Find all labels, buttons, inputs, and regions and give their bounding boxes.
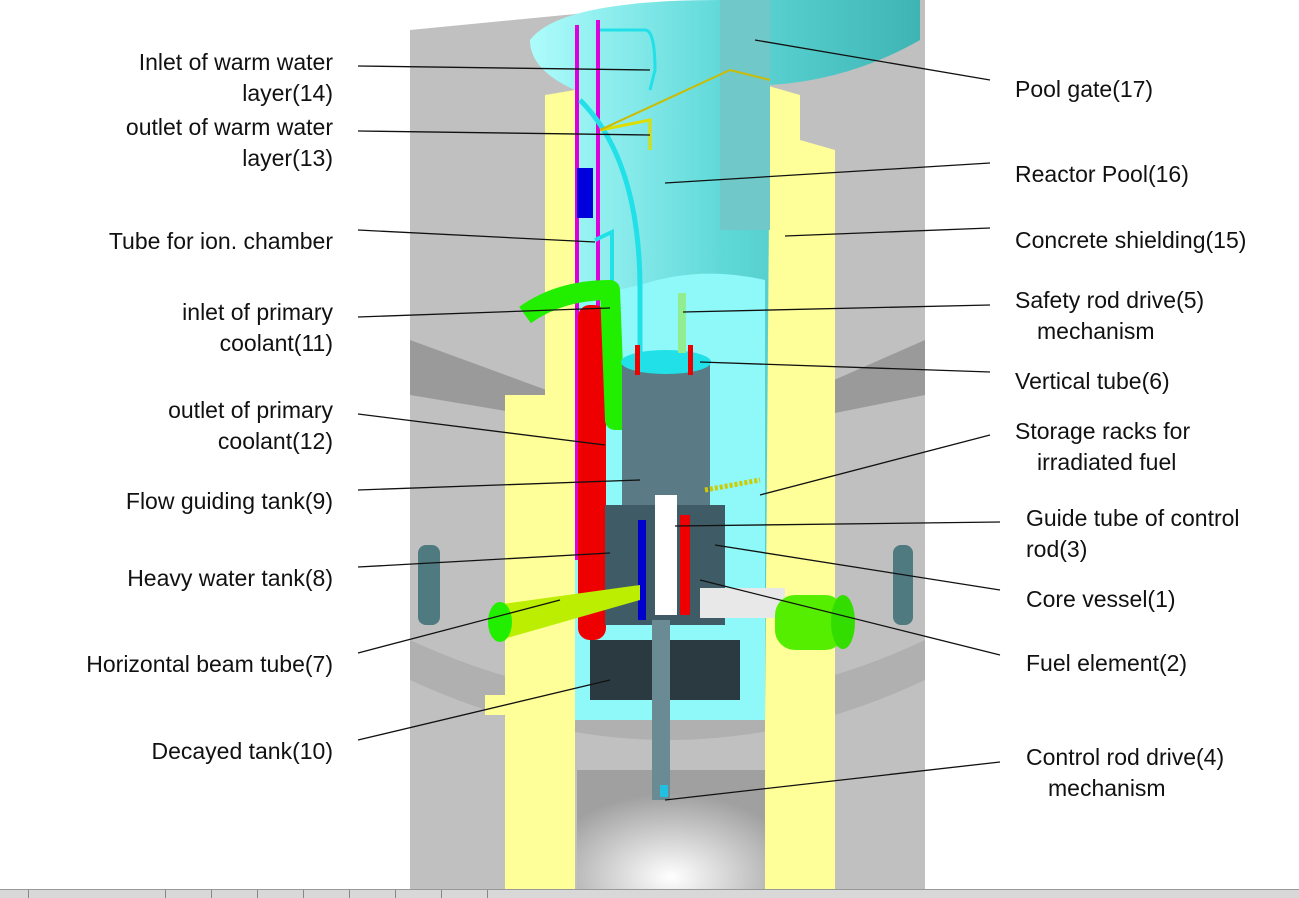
label-line: Vertical tube(6) bbox=[1015, 368, 1170, 394]
label-fuel-element: Fuel element(2) bbox=[1026, 648, 1187, 679]
label-flow-guiding-tank: Flow guiding tank(9) bbox=[126, 486, 333, 517]
label-line: irradiated fuel bbox=[1037, 449, 1177, 475]
bottom-tab-strip bbox=[0, 889, 1299, 898]
tab[interactable] bbox=[212, 890, 258, 898]
label-primary-inlet: inlet of primary coolant(11) bbox=[182, 297, 333, 359]
tab[interactable] bbox=[258, 890, 304, 898]
primary-inlet-pipe bbox=[519, 280, 640, 430]
label-line: Fuel element(2) bbox=[1026, 650, 1188, 676]
label-safety-rod-drive: Safety rod drive(5) mechanism bbox=[1015, 285, 1204, 347]
lower-cavity bbox=[577, 770, 765, 889]
tab[interactable] bbox=[304, 890, 350, 898]
label-line: coolant(12) bbox=[217, 428, 333, 454]
label-line: layer(13) bbox=[242, 145, 333, 171]
label-line: Decayed tank(10) bbox=[151, 738, 333, 764]
tab[interactable] bbox=[29, 890, 166, 898]
label-vertical-tube: Vertical tube(6) bbox=[1015, 366, 1170, 397]
label-line: Core vessel(1) bbox=[1026, 586, 1176, 612]
pool-gate bbox=[720, 0, 770, 230]
label-line: outlet of warm water bbox=[125, 114, 333, 140]
label-line: rod(3) bbox=[1026, 536, 1088, 562]
label-decayed-tank: Decayed tank(10) bbox=[151, 736, 333, 767]
storage-racks bbox=[704, 477, 761, 493]
label-control-rod-drive: Control rod drive(4) mechanism bbox=[1026, 742, 1224, 804]
tab[interactable] bbox=[396, 890, 442, 898]
label-horizontal-beam-tube: Horizontal beam tube(7) bbox=[86, 649, 333, 680]
control-rod-drive bbox=[652, 620, 670, 800]
label-primary-outlet: outlet of primary coolant(12) bbox=[168, 395, 333, 457]
label-line: Reactor Pool(16) bbox=[1015, 161, 1189, 187]
label-line: coolant(11) bbox=[219, 330, 333, 356]
label-line: Control rod drive(4) bbox=[1026, 744, 1225, 770]
leader-lines bbox=[357, 39, 1001, 801]
label-line: Safety rod drive(5) bbox=[1015, 287, 1205, 313]
label-guide-tube-control-rod: Guide tube of control rod(3) bbox=[1026, 503, 1240, 565]
tab[interactable] bbox=[350, 890, 396, 898]
label-line: Flow guiding tank(9) bbox=[125, 488, 333, 514]
label-line: inlet of primary bbox=[182, 299, 333, 325]
label-pool-gate: Pool gate(17) bbox=[1015, 74, 1153, 105]
label-line: outlet of primary bbox=[168, 397, 333, 423]
label-heavy-water-tank: Heavy water tank(8) bbox=[127, 563, 333, 594]
label-line: mechanism bbox=[1037, 318, 1155, 344]
label-reactor-pool: Reactor Pool(16) bbox=[1015, 159, 1189, 190]
label-line: Pool gate(17) bbox=[1015, 76, 1154, 102]
safety-rod-drive bbox=[678, 293, 686, 353]
label-line: Guide tube of control bbox=[1026, 505, 1240, 531]
label-line: mechanism bbox=[1048, 775, 1166, 801]
horizontal-beam-tubes bbox=[488, 585, 855, 650]
label-outlet-warm-water: outlet of warm water layer(13) bbox=[126, 112, 333, 174]
label-line: Storage racks for bbox=[1015, 418, 1191, 444]
label-line: Tube for ion. chamber bbox=[108, 228, 333, 254]
label-line: Horizontal beam tube(7) bbox=[86, 651, 333, 677]
label-line: Heavy water tank(8) bbox=[127, 565, 333, 591]
label-ion-chamber-tube: Tube for ion. chamber bbox=[109, 226, 333, 257]
label-line: layer(14) bbox=[242, 80, 333, 106]
label-concrete-shielding: Concrete shielding(15) bbox=[1015, 225, 1246, 256]
label-line: Inlet of warm water bbox=[138, 49, 333, 75]
label-line: Concrete shielding(15) bbox=[1015, 227, 1247, 253]
label-storage-racks: Storage racks for irradiated fuel bbox=[1015, 416, 1190, 478]
tab[interactable] bbox=[166, 890, 212, 898]
tab[interactable] bbox=[442, 890, 488, 898]
tab[interactable] bbox=[0, 890, 29, 898]
label-core-vessel: Core vessel(1) bbox=[1026, 584, 1176, 615]
primary-outlet-pipe bbox=[578, 305, 606, 640]
label-inlet-warm-water: Inlet of warm water layer(14) bbox=[139, 47, 333, 109]
